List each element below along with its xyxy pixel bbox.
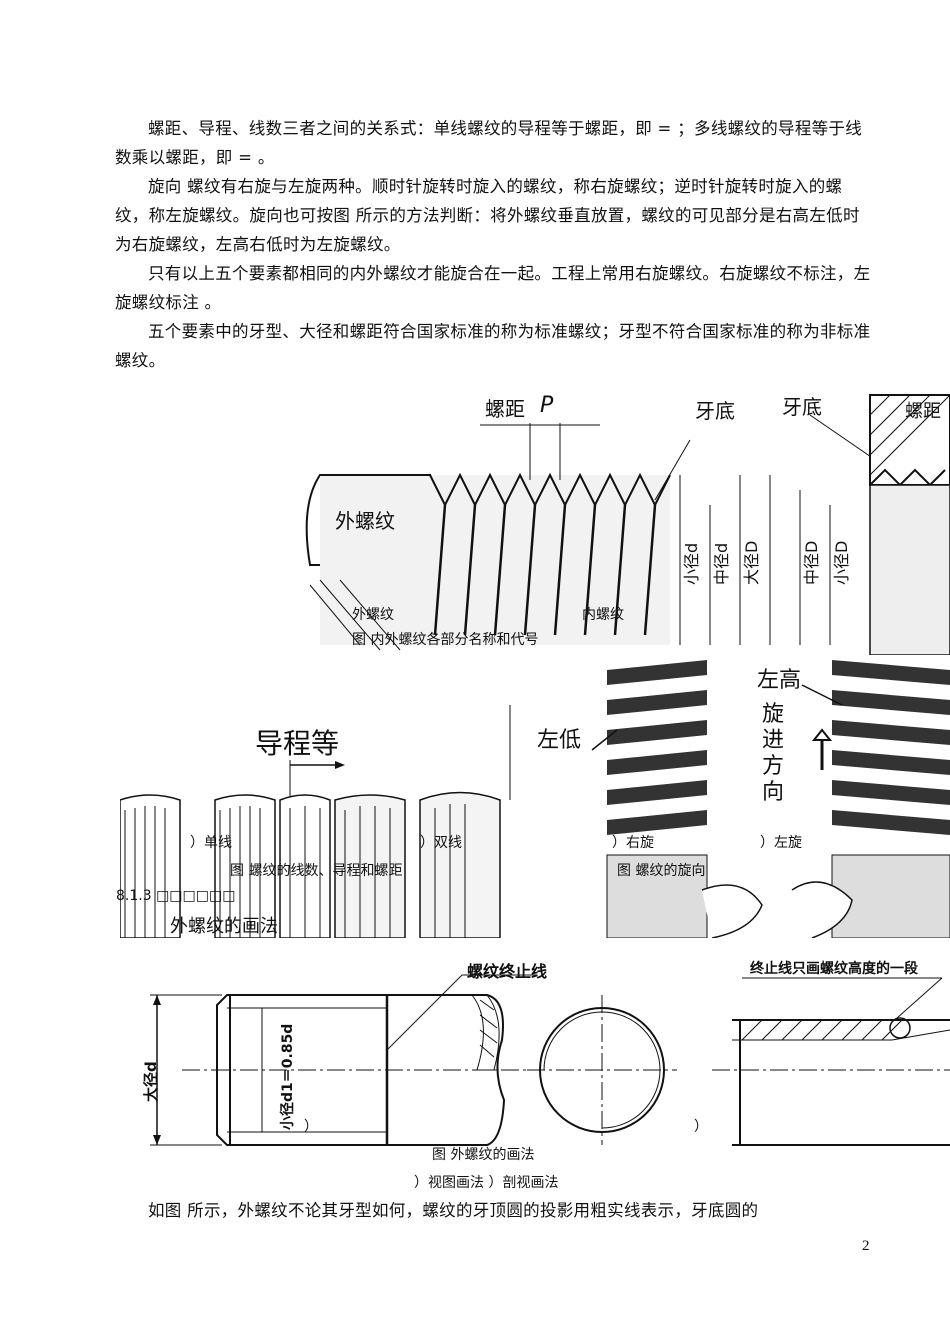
label-pitch: 螺距 xyxy=(485,397,525,421)
paragraph-handedness: 旋向 螺纹有右旋与左旋两种。顺时针旋转时旋入的螺纹，称右旋螺纹；逆时针旋转时旋入… xyxy=(115,177,860,254)
label-root-left: 牙底 xyxy=(695,399,735,423)
section-title: 外螺纹的画法 xyxy=(170,916,278,937)
caption-right-hand: ）右旋 xyxy=(612,835,654,851)
label-lead: 导程等 xyxy=(255,727,340,760)
label-left-high: 左高 xyxy=(757,668,802,693)
external-thread-drawing xyxy=(150,974,950,1146)
paragraph-five-elements: 只有以上五个要素都相同的内外螺纹才能旋合在一起。工程上常用右旋螺纹。右旋螺纹不标… xyxy=(115,264,871,312)
label-pitch-right: 螺距 xyxy=(905,401,941,422)
label-outer-thread: 外螺纹 xyxy=(335,509,395,533)
label-mid-D: 中径D xyxy=(802,540,821,585)
caption-fig-thread-parts: 图 内外螺纹各部分名称和代号 xyxy=(352,632,539,648)
paragraph-relation: 螺距、导程、线数三者之间的关系式：单线螺纹的导程等于螺距，即 = ；多线螺纹的导… xyxy=(115,119,863,167)
label-minor-D: 小径D xyxy=(832,540,851,585)
label-stop-line: 螺纹终止线 xyxy=(467,962,548,981)
thread-starts-drawing xyxy=(120,705,511,938)
caption-fig-thread-starts: 图 螺纹的线数、导程和螺距 xyxy=(230,863,403,879)
label-root-right: 牙底 xyxy=(782,395,822,419)
caption-fig-thread-handedness: 图 螺纹的旋向 xyxy=(617,863,706,879)
label-major-diameter: 大径d xyxy=(142,1061,160,1102)
marker-view-a: ） xyxy=(304,1119,318,1135)
thread-handedness-drawing xyxy=(591,660,950,938)
figure-thread-handedness: 左低 左高 旋进方向 ）右旋 ）左旋 图 螺纹的旋向 xyxy=(532,660,950,938)
paragraph-drawing-rule: 如图 所示，外螺纹不论其牙型如何，螺纹的牙顶圆的投影用粗实线表示，牙底圆的 xyxy=(148,1201,759,1220)
label-p: P xyxy=(540,393,554,418)
label-direction: 旋进方向 xyxy=(762,702,785,805)
caption-inner-thread: 内螺纹 xyxy=(582,607,624,623)
subcaption-fig-external-thread: ）视图画法 ）剖视画法 xyxy=(414,1175,559,1191)
page-number: 2 xyxy=(862,1238,870,1254)
figure-thread-parts: 螺距 P 牙底 牙底 螺距 外螺纹 小径d 中径d 大径D 中径D 小径D 外螺… xyxy=(300,385,950,655)
thread-parts-drawing xyxy=(305,394,950,655)
figure-thread-starts: 导程等 ）单线 ）双线 图 螺纹的线数、导程和螺距 xyxy=(120,660,532,938)
paragraph-standard: 五个要素中的牙型、大径和螺距符合国家标准的称为标准螺纹；牙型不符合国家标准的称为… xyxy=(115,322,871,370)
label-major-D: 大径D xyxy=(742,540,761,585)
label-mid-d: 中径d xyxy=(712,542,731,585)
label-minor-diameter: 小径d1＝0.85d xyxy=(280,1023,296,1130)
caption-double-start: ）双线 xyxy=(420,835,462,851)
label-left-low: 左低 xyxy=(537,728,582,753)
figure-external-thread-drawing: 螺纹终止线 终止线只画螺纹高度的一段 大径d 小径d1＝0.85d ） ） xyxy=(132,940,950,1162)
marker-view-b: ） xyxy=(694,1119,708,1135)
section-number: 8.1.3 □□□□□□ xyxy=(116,888,236,904)
caption-fig-external-thread: 图 外螺纹的画法 xyxy=(432,1147,535,1163)
label-stop-note: 终止线只画螺纹高度的一段 xyxy=(750,961,918,977)
caption-outer-thread: 外螺纹 xyxy=(352,607,394,623)
caption-single-start: ）单线 xyxy=(190,835,232,851)
caption-left-hand: ）左旋 xyxy=(760,835,802,851)
label-minor-d: 小径d xyxy=(682,542,701,585)
